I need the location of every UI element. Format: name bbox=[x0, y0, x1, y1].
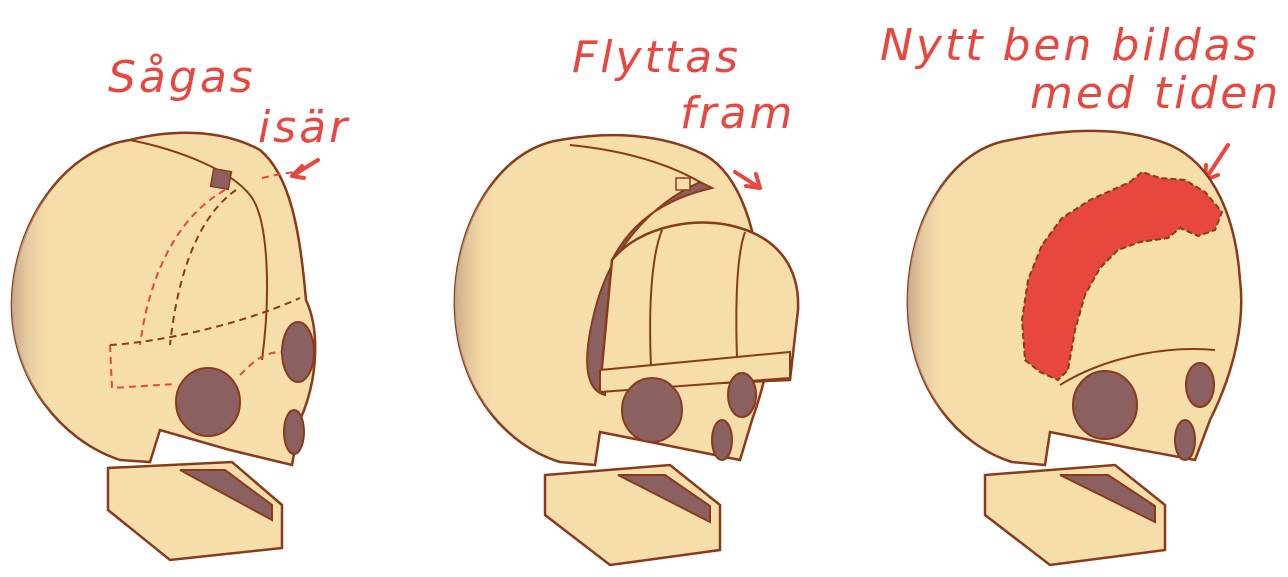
panel-1-label-line-2: isär bbox=[258, 102, 350, 153]
panel-3-skull-illustration bbox=[908, 131, 1241, 565]
panel-1-arrow-icon bbox=[292, 160, 318, 178]
panel-3: Nytt ben bildas med tiden bbox=[880, 20, 1281, 565]
panel-1: Sågas isär bbox=[12, 52, 350, 560]
panel-1-skull-illustration bbox=[12, 133, 315, 560]
panel-2: Flyttas fram bbox=[455, 32, 798, 565]
panel-2-label-line-1: Flyttas bbox=[572, 32, 741, 83]
panel-2-arrow-icon bbox=[735, 172, 760, 188]
panel-3-label-line-2: med tiden bbox=[1030, 68, 1281, 119]
panel-2-label-line-2: fram bbox=[680, 88, 795, 139]
panel-2-skull-illustration bbox=[455, 135, 798, 565]
panel-1-label-line-1: Sågas bbox=[108, 52, 256, 103]
panel-3-label-line-1: Nytt ben bildas bbox=[880, 20, 1260, 71]
panel-3-arrow-icon bbox=[1205, 145, 1228, 180]
